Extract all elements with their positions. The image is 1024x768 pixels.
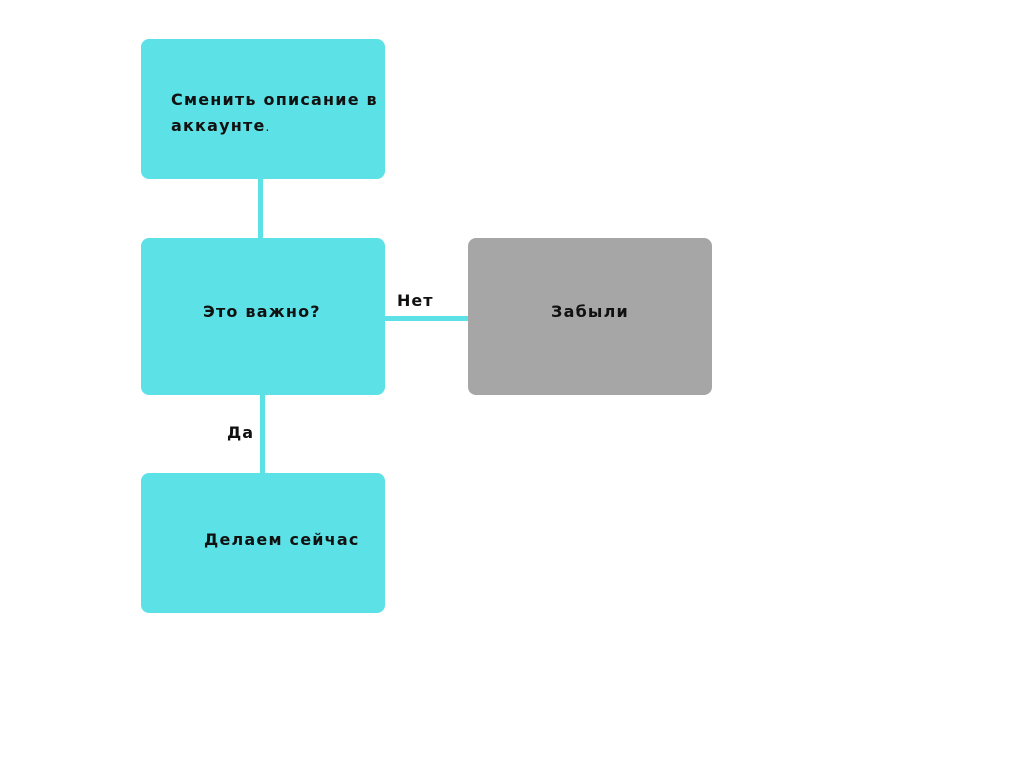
node-change-description: Сменить описание в аккаунте. [141,39,385,179]
connector-decision-to-yes [260,394,265,474]
node-change-description-line2: аккаунте [171,116,266,135]
node-is-it-important: Это важно? [141,238,385,395]
node-change-description-line1: Сменить описание в [171,90,378,109]
edge-label-no: Нет [397,291,434,310]
node-change-description-trailing: . [265,120,271,134]
node-forgot: Забыли [468,238,712,395]
node-is-it-important-label: Это важно? [203,302,321,321]
node-do-it-now: Делаем сейчас [141,473,385,613]
node-do-it-now-label: Делаем сейчас [204,530,360,549]
node-forgot-label: Забыли [551,302,629,321]
edge-label-yes: Да [227,423,255,442]
connector-decision-to-no [385,316,469,321]
connector-start-to-decision [258,178,263,240]
